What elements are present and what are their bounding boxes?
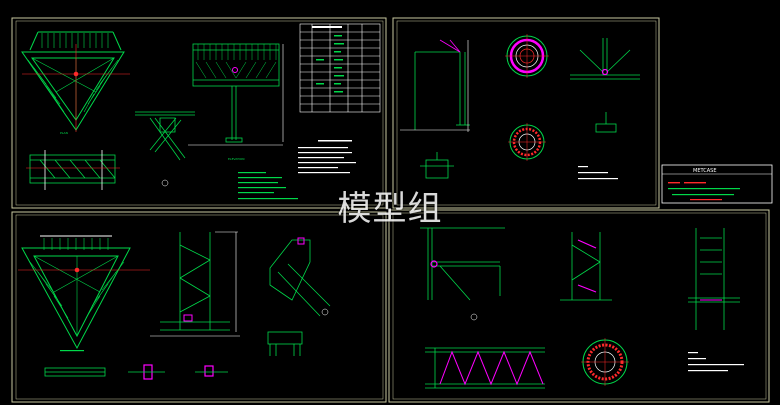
sheet-bottom-right (388, 209, 770, 403)
title-block: METCASE (661, 164, 773, 204)
bracket-detail-bottom-left (269, 239, 331, 317)
general-notes-top (298, 140, 356, 174)
notes-bottom-right (688, 352, 744, 372)
billboard-elevation (192, 43, 280, 143)
base-plate-detail (420, 152, 454, 179)
notes-left-top (238, 172, 298, 200)
flange-ring-1 (505, 34, 549, 78)
sheet-bottom-left (11, 211, 387, 403)
base-assembly-bottom-left (267, 331, 303, 356)
sheet-frames (11, 17, 770, 403)
column-elevation-bottom-left (160, 232, 230, 331)
bottom-plan-labels (60, 350, 84, 352)
truss-elevation-top (29, 150, 116, 190)
elevation-label: ELEVATION (228, 157, 244, 161)
beam-section-bottom-left (44, 367, 106, 377)
plan-label: PLAN (60, 131, 68, 135)
column-elevation-top-right (414, 39, 470, 130)
column-section-bottom-right (420, 227, 505, 301)
bracket-detail-1 (570, 38, 640, 80)
triangle-plan-top-centerlines (22, 44, 130, 132)
bracket-detail-2 (595, 112, 617, 133)
joint-detail-top-left (135, 111, 195, 161)
title-block-label: METCASE (693, 168, 716, 174)
sheet-top-right (392, 17, 660, 209)
flange-ring-2 (508, 123, 546, 161)
table-cell-marks (312, 26, 344, 93)
column-detail-bottom-right (560, 232, 612, 301)
watermark-text: 模型组 (337, 189, 443, 229)
sheet-top-left (11, 17, 387, 209)
triangle-plan-bottom (21, 235, 131, 350)
notes-top-right (578, 166, 618, 180)
pole-detail-far-right (688, 228, 740, 330)
truss-web-members (439, 350, 544, 386)
flange-ring-3 (581, 338, 629, 386)
material-table (299, 23, 381, 113)
truss-elevation-bottom-right (425, 347, 545, 389)
